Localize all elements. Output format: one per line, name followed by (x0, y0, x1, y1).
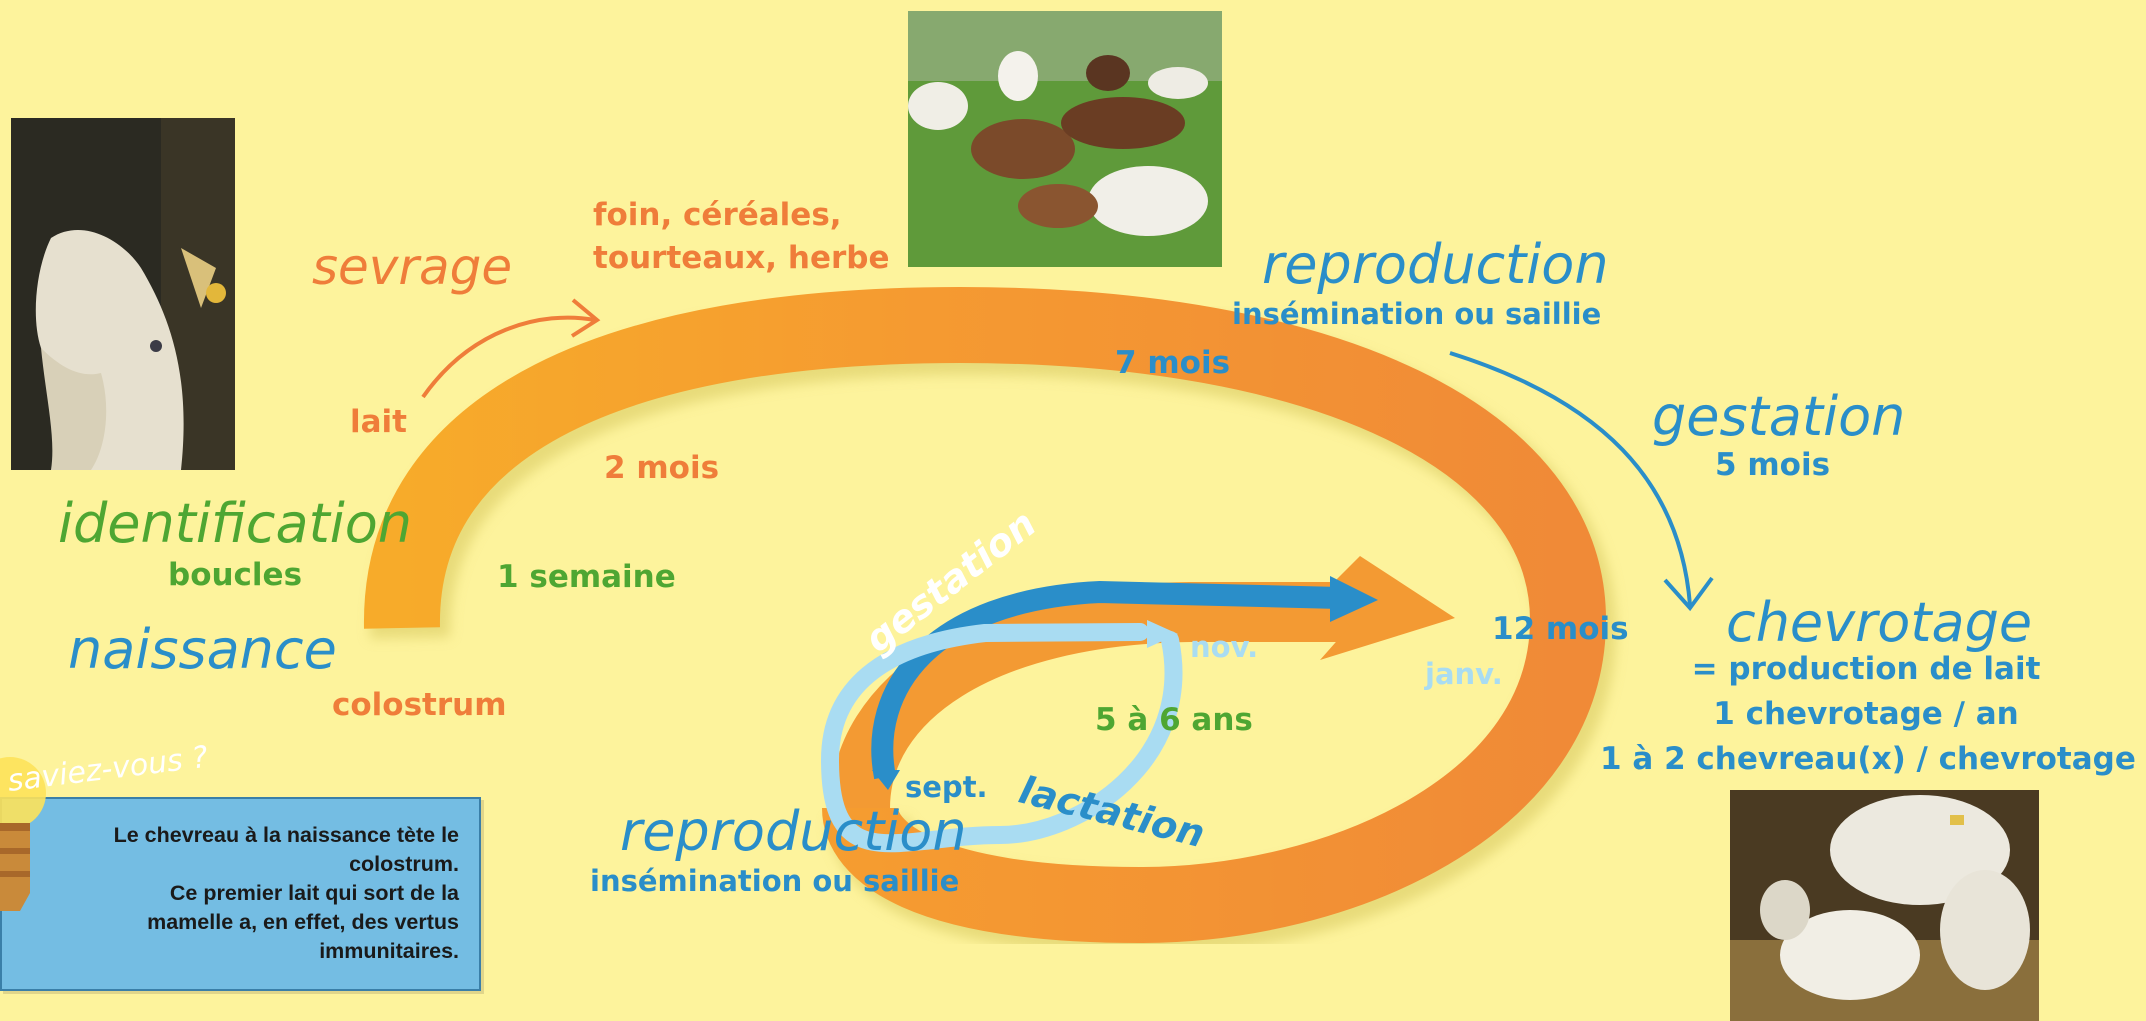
chevrotage-line-2: 1 chevrotage / an (1600, 699, 2132, 730)
goats-grazing-photo (908, 11, 1222, 267)
info-line-4: mamelle a, en effet, des vertus (39, 908, 459, 937)
two-months-label: 2 mois (604, 453, 719, 484)
goat-and-kids-photo (1730, 790, 2039, 1021)
gestation-right-label: gestation (1652, 390, 1905, 444)
info-line-5: immunitaires. (39, 937, 459, 966)
info-line-3: Ce premier lait qui sort de la (39, 879, 459, 908)
reproduction-top-label: reproduction (1262, 238, 1609, 292)
nov-label: nov. (1190, 633, 1258, 662)
chevrotage-label: chevrotage (1726, 596, 2032, 650)
feed-label-line2: tourteaux, herbe (593, 243, 889, 274)
chevrotage-line-1: = production de lait (1600, 654, 2132, 685)
janv-label: janv. (1425, 660, 1503, 689)
chevrotage-line-3: 1 à 2 chevreau(x) / chevrotage (1600, 744, 2132, 775)
did-you-know-text: Le chevreau à la naissance tète le colos… (39, 821, 459, 966)
info-line-2: colostrum. (39, 850, 459, 879)
five-six-years-label: 5 à 6 ans (1095, 705, 1253, 736)
one-week-label: 1 semaine (497, 562, 676, 593)
insemination-bottom-label: insémination ou saillie (590, 867, 959, 896)
boucles-label: boucles (168, 560, 302, 591)
five-months-label: 5 mois (1715, 450, 1830, 481)
naissance-label: naissance (68, 623, 337, 677)
lait-label: lait (350, 407, 407, 438)
goat-head-photo (11, 118, 235, 470)
feed-label-line1: foin, céréales, (593, 200, 842, 231)
seven-months-label: 7 mois (1115, 348, 1230, 379)
insemination-top-label: insémination ou saillie (1232, 300, 1601, 329)
info-line-1: Le chevreau à la naissance tète le (39, 821, 459, 850)
twelve-months-label: 12 mois (1492, 614, 1629, 645)
colostrum-label: colostrum (332, 690, 507, 721)
reproduction-bottom-label: reproduction (620, 805, 967, 859)
did-you-know-box: Le chevreau à la naissance tète le colos… (0, 797, 481, 991)
sevrage-label: sevrage (312, 242, 512, 292)
sept-label: sept. (905, 773, 988, 802)
identification-label: identification (58, 497, 412, 551)
